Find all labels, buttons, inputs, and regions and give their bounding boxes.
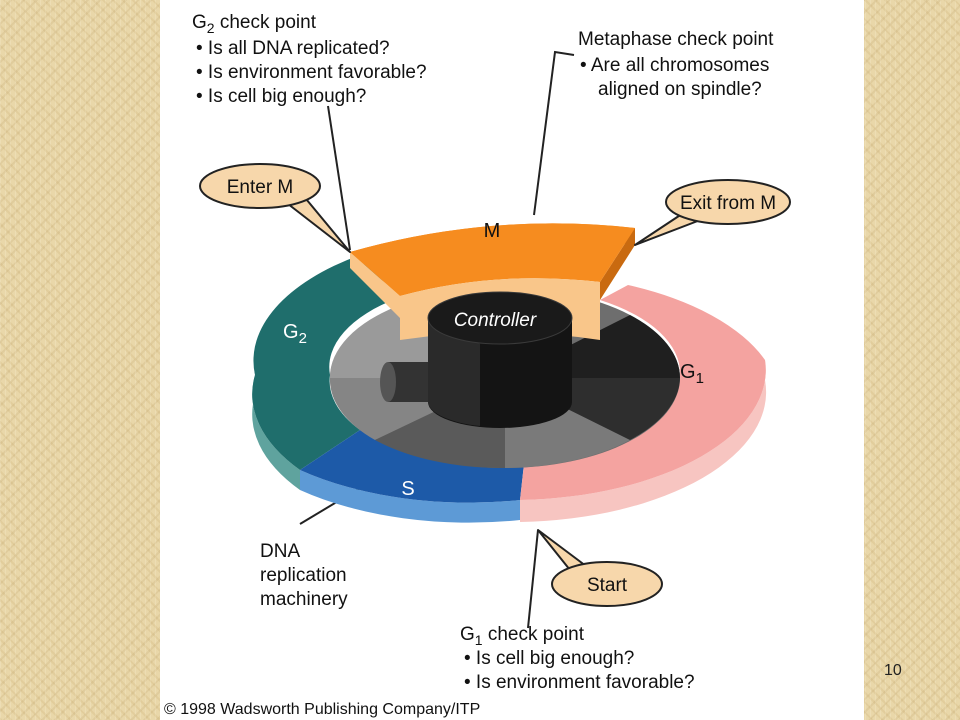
start-label: Start bbox=[587, 575, 628, 596]
dna-machinery-label-line: replication bbox=[260, 565, 347, 586]
controller-cylinder bbox=[380, 291, 573, 428]
metaphase-checkpoint-title: Metaphase check point bbox=[578, 29, 774, 50]
s-phase-label: S bbox=[401, 478, 414, 500]
g2-phase-segment bbox=[252, 255, 398, 470]
g2-checkpoint-item: • Is environment favorable? bbox=[196, 62, 427, 83]
s-phase-segment bbox=[300, 430, 525, 503]
m-phase-label: M bbox=[484, 220, 501, 242]
dna-machinery-label-line: machinery bbox=[260, 589, 348, 610]
cell-cycle-diagram: G2 check point • Is all DNA replicated? … bbox=[164, 12, 791, 718]
g2-ring-side bbox=[252, 375, 300, 490]
g2-checkpoint-title: G2 check point bbox=[192, 12, 317, 36]
g1-checkpoint-title: G1 check point bbox=[460, 624, 585, 648]
s-ring-side bbox=[300, 470, 520, 523]
dna-machinery-label-line: DNA bbox=[260, 541, 300, 562]
slide-panel: G2 check point • Is all DNA replicated? … bbox=[160, 0, 864, 720]
g1-ring-side bbox=[520, 360, 767, 522]
g1-checkpoint-item: • Is cell big enough? bbox=[464, 648, 634, 669]
metaphase-leader bbox=[533, 50, 575, 216]
exit-m-bubble bbox=[634, 179, 791, 246]
copyright-notice: © 1998 Wadsworth Publishing Company/ITP bbox=[164, 701, 480, 718]
g1-phase-label: G1 bbox=[680, 361, 704, 387]
enter-m-bubble bbox=[199, 163, 351, 253]
g1-phase-segment bbox=[520, 285, 766, 500]
start-bubble bbox=[537, 529, 663, 607]
ring-side-walls bbox=[252, 360, 767, 523]
metaphase-checkpoint-item: • Are all chromosomes bbox=[580, 55, 769, 76]
enter-m-label: Enter M bbox=[227, 177, 294, 198]
controller-label: Controller bbox=[454, 310, 537, 331]
g2-checkpoint-item: • Is all DNA replicated? bbox=[196, 38, 390, 59]
metaphase-checkpoint-item: aligned on spindle? bbox=[598, 79, 762, 100]
exit-m-label: Exit from M bbox=[680, 193, 776, 214]
g2-checkpoint-item: • Is cell big enough? bbox=[196, 86, 366, 107]
slide-number: 10 bbox=[884, 662, 902, 679]
g2-phase-label: G2 bbox=[283, 321, 307, 347]
g1-checkpoint-item: • Is environment favorable? bbox=[464, 672, 695, 693]
g1-checkpoint-leader bbox=[527, 529, 539, 629]
g2-checkpoint-leader bbox=[327, 105, 351, 251]
